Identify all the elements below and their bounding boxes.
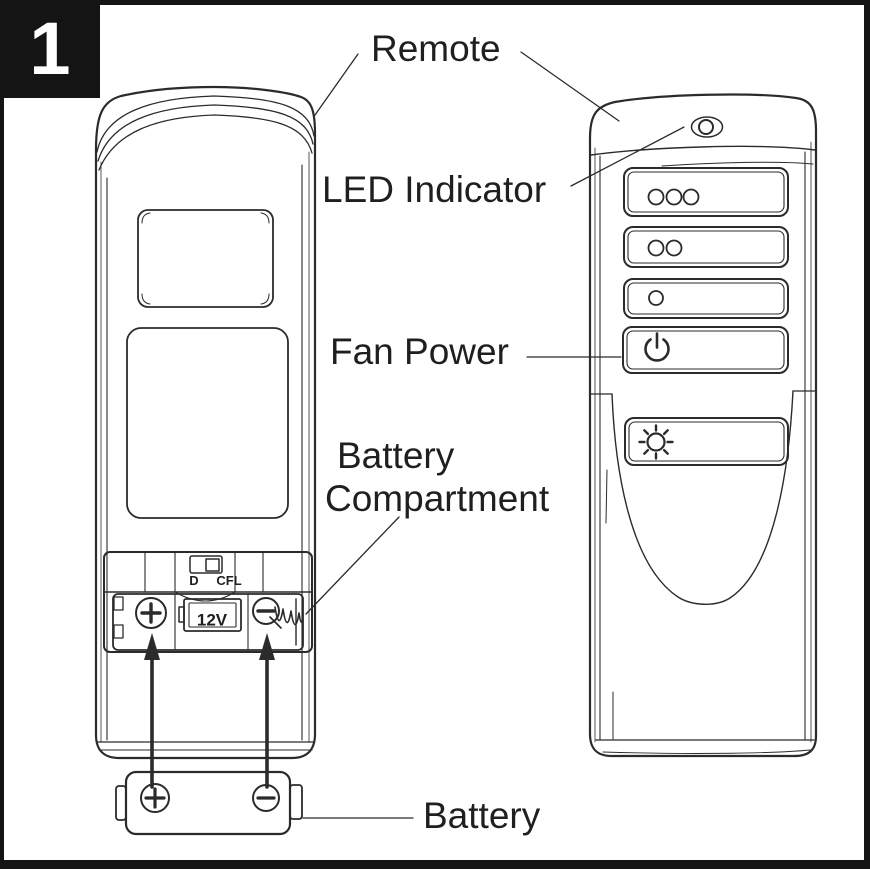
step-badge: 1 [0,0,100,98]
pointer-remote-left [314,53,359,116]
cover-seam-upper [605,469,608,524]
fan-speed-high-button [623,167,789,217]
page-border-bottom [0,860,870,869]
minus-terminal-icon [252,597,282,629]
fan-speed-low-inner [627,282,785,315]
plus-terminal-ring [135,597,167,629]
light-button-inner [628,421,785,462]
plus-terminal-icon [135,597,167,629]
compartment-opening [103,551,313,653]
switch-track [189,555,223,574]
battery-door-panel [126,327,289,519]
switch-label-d: D [189,573,198,588]
battery-symbol-nub [178,606,185,623]
spring-coil-icon [274,606,304,626]
fan-speed-high-outer [623,167,789,217]
sun-icon-core [646,432,666,452]
two-dots-icon [647,239,683,257]
sun-icon [638,424,674,460]
fan-speed-high-inner [627,171,785,213]
battery-compartment: D CFL 12V [103,551,313,653]
label-battery-compartment-line2: Compartment [325,478,550,519]
fan-speed-medium-inner [627,230,785,264]
label-battery-compartment-line1: Battery [337,435,455,476]
label-remote: Remote [371,28,501,69]
pointer-led-indicator [570,126,685,187]
tray-notch-bottom [113,624,124,639]
ir-window-corner-ticks [141,212,270,305]
one-dot-icon [648,290,664,306]
tray-notch-top [113,596,124,611]
battery-illustration [115,770,303,836]
light-button-outer [624,417,789,466]
fan-power-inner [626,330,785,370]
fan-power-outer [622,326,789,374]
label-battery: Battery [423,795,541,836]
insert-arrows [144,633,275,789]
back-remote-outline [94,85,317,760]
battery-symbol-inner [188,602,237,628]
insert-arrow-right [259,633,275,789]
fan-speed-low-outer [623,278,789,319]
back-remote: D CFL 12V [94,85,317,760]
back-remote-cap-arc-2 [97,104,314,162]
light-button [624,417,789,466]
led-lens [698,119,714,135]
battery-minus-icon [252,784,280,812]
insert-arrow-left [144,633,160,789]
ir-window-panel [137,209,274,308]
pointer-lines [302,51,685,819]
led-indicator-illustration [690,116,724,138]
step-number: 1 [29,7,71,90]
fan-speed-low-button [623,278,789,319]
back-remote-cap-arc-1 [96,95,315,153]
battery-bay-dome [174,591,236,602]
battery-cap-right [289,784,303,820]
front-remote-outline [588,93,818,758]
insert-arrow-left-head [144,633,160,660]
label-led-indicator: LED Indicator [322,169,547,210]
minus-terminal-ring [252,597,280,625]
faceplate-sweep-curve [611,390,794,605]
three-dots-icon [647,188,700,206]
back-remote-cap-arc-3 [98,114,313,171]
battery-plus-icon [140,783,170,813]
page-border-top [0,0,870,5]
front-remote-bottom-band-2 [602,749,811,754]
page-border-right [864,0,870,869]
front-remote [588,93,818,758]
battery-plus-ring [140,783,170,813]
pointer-battery-compartment [305,516,400,615]
battery-voltage-text: 12V [197,610,228,629]
power-icon-arc [644,338,670,362]
label-fan-power: Fan Power [330,331,509,372]
pointer-remote-right [520,51,620,122]
bulb-type-switch: D CFL [189,555,242,588]
switch-label-cfl: CFL [216,573,241,588]
insert-arrow-right-head [259,633,275,660]
battery-cap-left [115,785,127,821]
front-remote-cap-band-1 [590,145,816,156]
fan-speed-medium-button [623,226,789,268]
front-remote-cap-band-2 [661,161,814,167]
fan-power-button [622,326,789,374]
minus-terminal-tail [269,616,282,629]
led-bezel [690,116,724,138]
battery-symbol: 12V [178,598,242,632]
switch-knob [205,558,220,572]
power-icon [644,332,670,362]
fan-speed-medium-outer [623,226,789,268]
page-border-left [0,0,4,869]
battery-minus-ring [252,784,280,812]
